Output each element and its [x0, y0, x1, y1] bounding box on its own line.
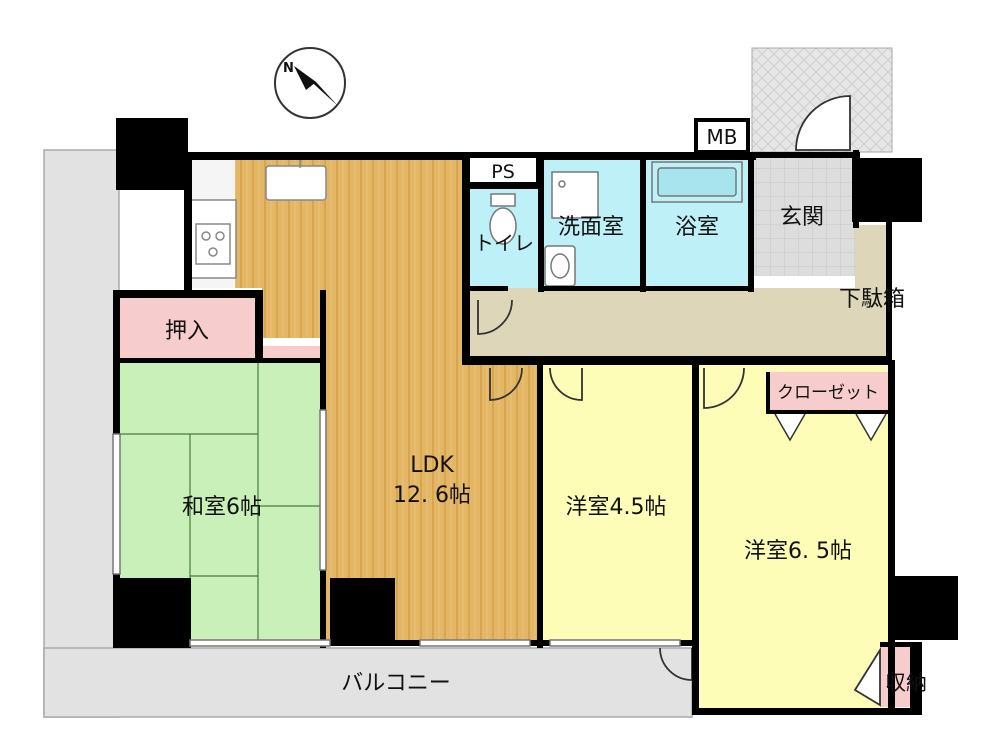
compass-icon: N — [274, 47, 346, 119]
walls — [113, 118, 958, 715]
closet-label: クローゼット — [777, 383, 879, 403]
shoebox-floor — [855, 225, 890, 358]
toilet-bowl — [489, 207, 517, 245]
washitsu-label: 和室6帖 — [182, 495, 262, 520]
window-marks — [112, 409, 681, 647]
column-ldk — [330, 578, 395, 640]
mb-label: MB — [707, 125, 738, 149]
kitchen-fixtures — [190, 160, 327, 279]
toilet-label: トイレ — [474, 231, 534, 255]
door-swings — [477, 95, 881, 707]
room-labels: MB PS トイレ 洗面室 浴室 玄関 下駄箱 押入 LDK 12. 6帖 和室… — [165, 125, 927, 696]
wet-fixtures — [489, 161, 743, 287]
yoshitsu-b-label: 洋室6. 5帖 — [744, 539, 852, 564]
balcony-area — [43, 149, 693, 718]
ldk-label: LDK — [410, 453, 454, 478]
ldk-floor-mid — [262, 288, 324, 338]
sink — [265, 165, 327, 201]
compass-north-label: N — [283, 61, 294, 76]
closet-floor — [766, 372, 890, 412]
bath-label: 浴室 — [675, 215, 719, 240]
entrance-label: 玄関 — [780, 205, 824, 230]
entrance-floor — [752, 158, 855, 276]
oshiire-floor — [118, 294, 258, 360]
toilet-tank — [490, 193, 516, 207]
washer-pan — [551, 171, 599, 219]
column-sw — [113, 578, 191, 648]
ps-label: PS — [491, 161, 515, 183]
yoshitsu-a-label: 洋室4.5帖 — [566, 495, 667, 520]
column-ne — [852, 158, 922, 222]
porch-tiles — [751, 47, 893, 153]
closet-doors — [774, 413, 887, 442]
column-e — [890, 576, 958, 640]
storage-label: 収納 — [885, 671, 927, 695]
yoshitsu-a-floor — [542, 365, 692, 640]
column-nw — [116, 118, 188, 190]
hall-floor — [470, 288, 860, 358]
stove — [195, 223, 231, 265]
oshiire-label: 押入 — [165, 319, 209, 344]
ldk-size-label: 12. 6帖 — [393, 483, 471, 508]
washroom-label: 洗面室 — [558, 215, 624, 240]
shoebox-label: 下駄箱 — [839, 287, 905, 312]
balcony-label: バルコニー — [341, 671, 451, 696]
